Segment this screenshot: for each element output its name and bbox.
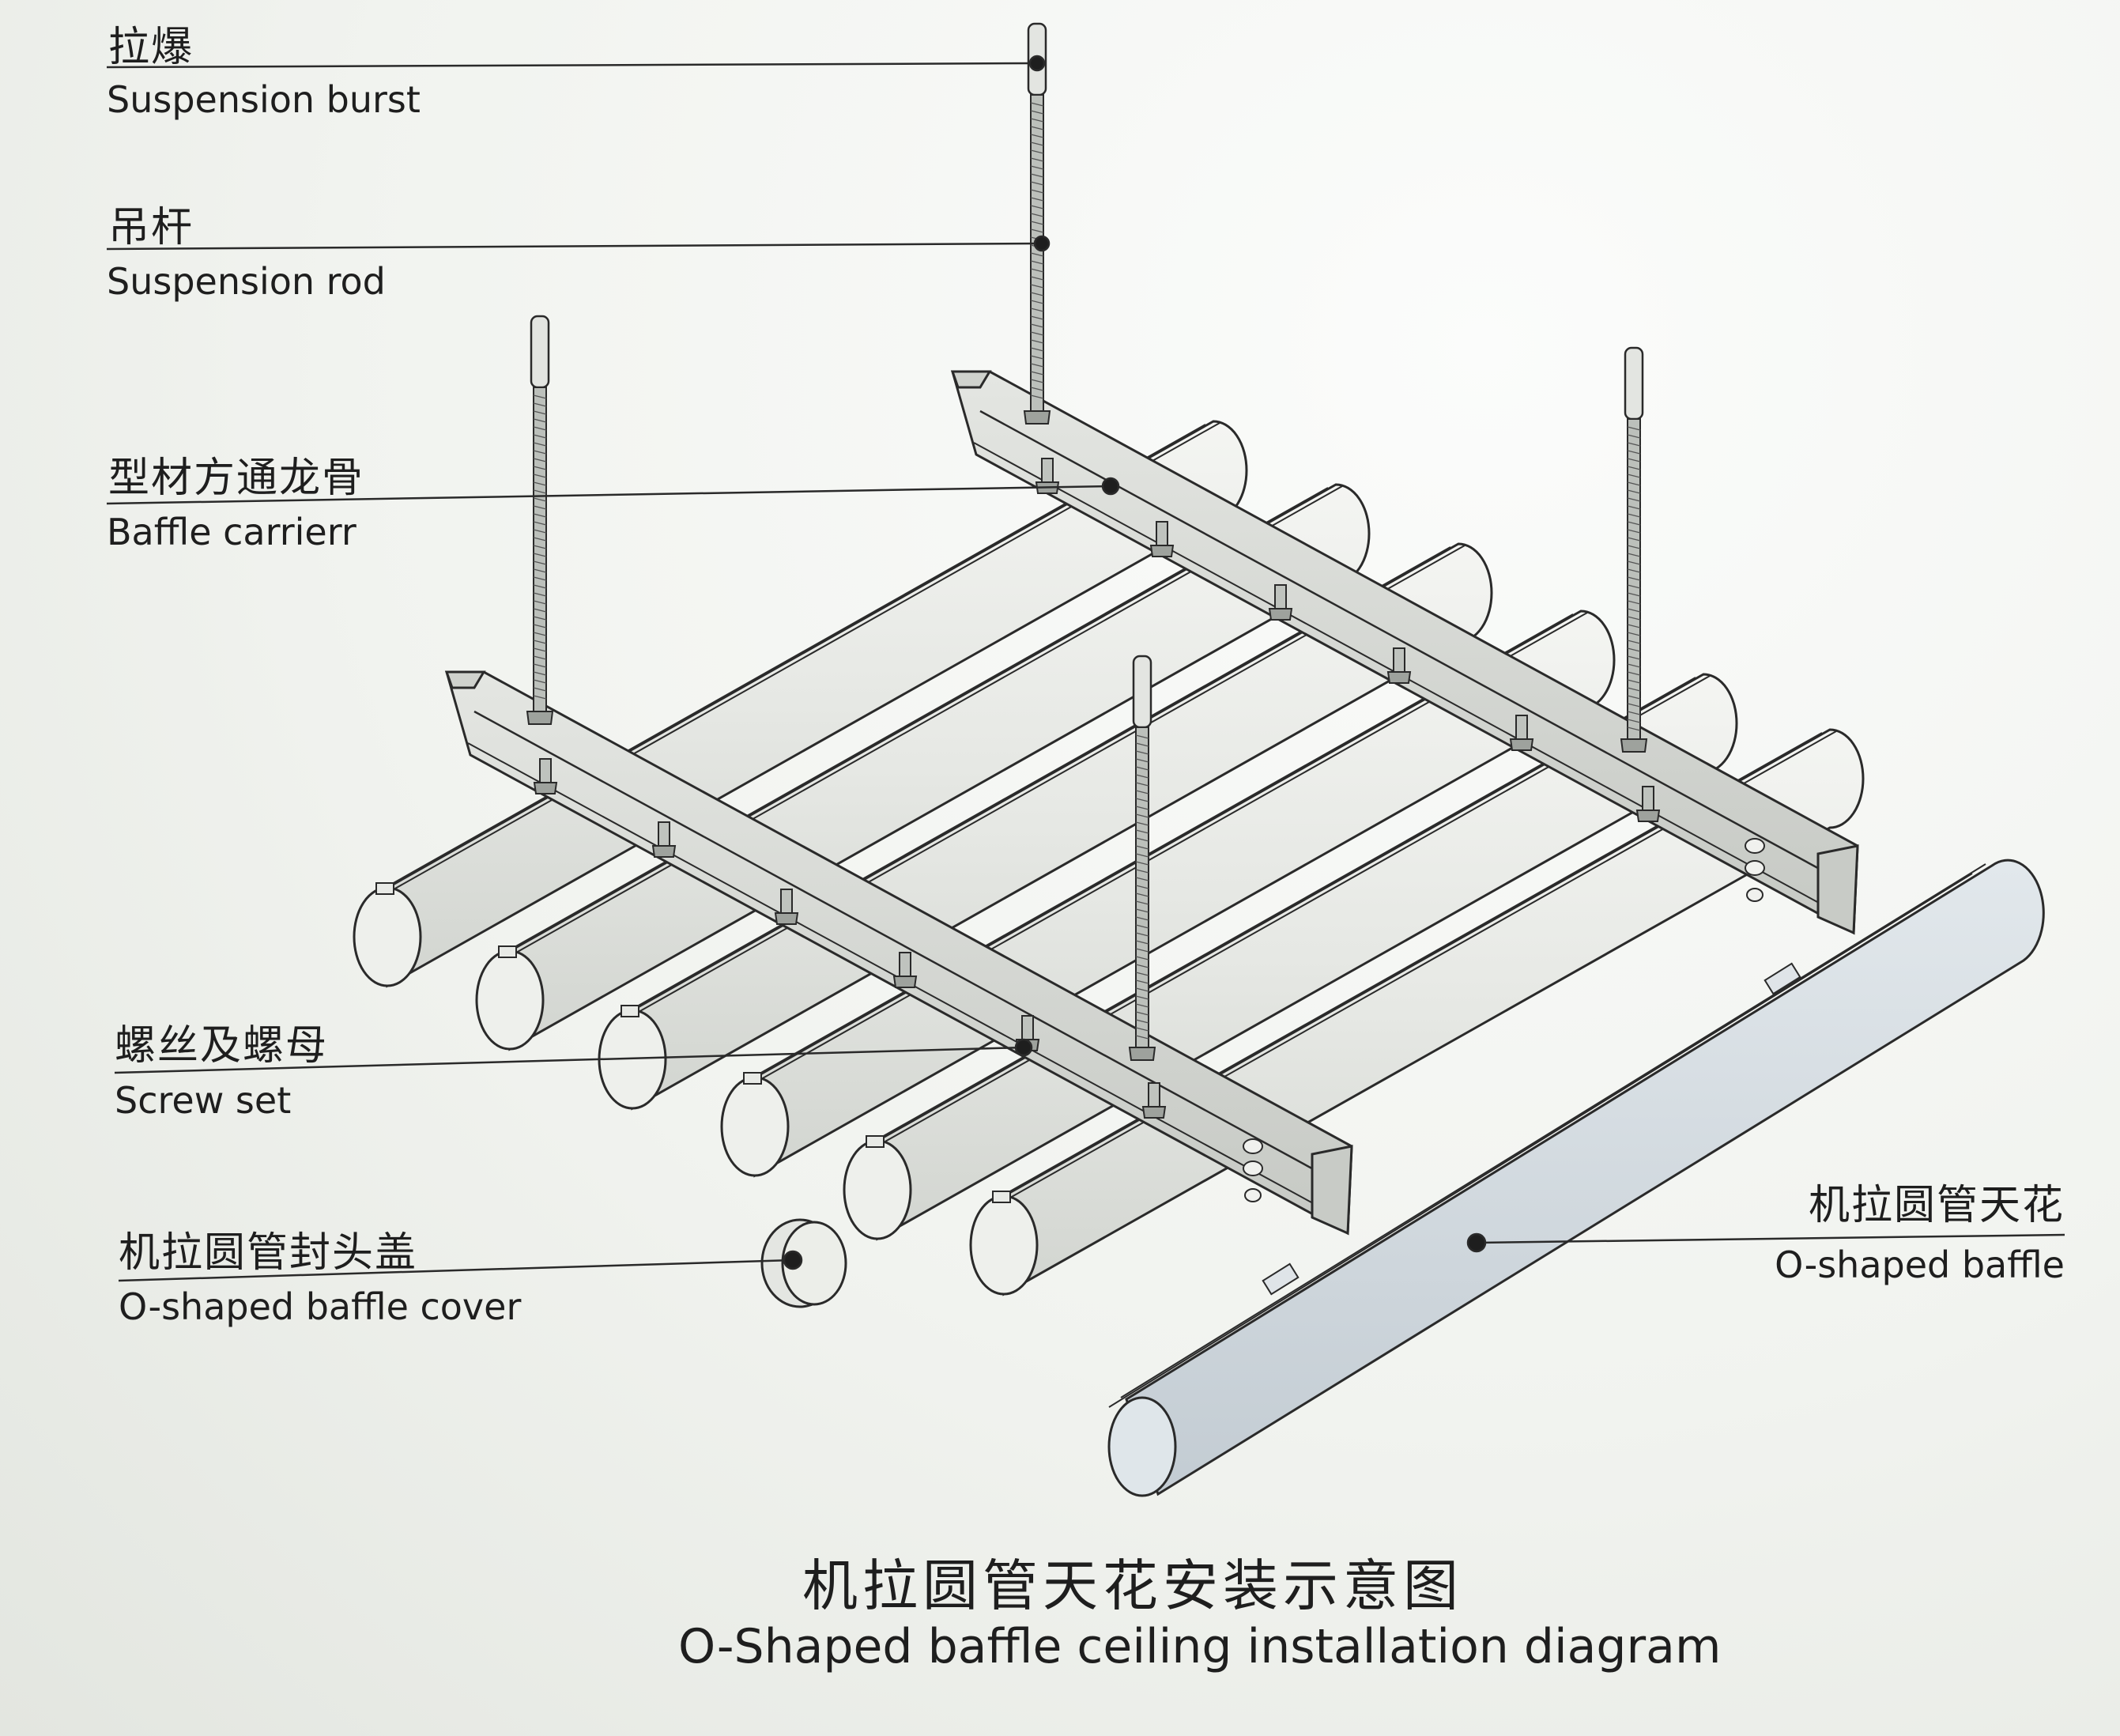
- leader-lines: [106, 55, 2065, 1282]
- suspension-rod: [1128, 655, 1156, 1061]
- screw-nut: [1141, 1082, 1167, 1119]
- o-shaped-baffle-cover: [760, 1218, 847, 1308]
- label-suspension-rod-en: Suspension rod: [107, 260, 386, 303]
- suspension-rod: [1023, 22, 1051, 425]
- o-shaped-baffle-tube: [353, 420, 1248, 988]
- screw-nut: [892, 952, 918, 988]
- label-screw-set-en: Screw set: [115, 1079, 292, 1122]
- screw-nut: [651, 821, 677, 858]
- diagram-title-zh: 机拉圆管天花安装示意图: [802, 1553, 1463, 1618]
- o-shaped-baffle-tube: [843, 673, 1738, 1241]
- label-suspension-rod-zh: 吊杆: [108, 204, 194, 251]
- diagram-title-en: O-Shaped baffle ceiling installation dia…: [678, 1619, 1722, 1674]
- label-screw-set-zh: 螺丝及螺母: [115, 1022, 329, 1070]
- rod-group: [526, 22, 1648, 1061]
- label-suspension-burst-en: Suspension burst: [107, 78, 421, 121]
- o-shaped-baffle-detached: [1107, 859, 2045, 1497]
- carrier-slot: [1243, 1138, 1263, 1202]
- screw-nut: [1149, 521, 1175, 557]
- label-baffle-en: O-shaped baffle: [1775, 1244, 2065, 1286]
- screw-nut: [1386, 647, 1412, 684]
- label-baffle-carrier-zh: 型材方通龙骨: [108, 455, 365, 502]
- screw-nut: [1268, 584, 1293, 621]
- carrier-slot: [1745, 838, 1765, 902]
- screw-nut: [1509, 715, 1534, 751]
- label-baffle-cover-zh: 机拉圆管封头盖: [119, 1229, 418, 1277]
- label-baffle-cover-en: O-shaped baffle cover: [119, 1285, 522, 1328]
- suspension-rod: [526, 315, 554, 725]
- screw-nut: [1635, 786, 1661, 822]
- label-baffle-zh: 机拉圆管天花: [1808, 1182, 2065, 1229]
- o-shaped-baffle-tube: [720, 609, 1616, 1178]
- screw-nut: [533, 758, 558, 794]
- screw-nut: [774, 889, 799, 925]
- suspension-rod: [1620, 346, 1648, 753]
- label-baffle-carrier-en: Baffle carrierr: [107, 511, 356, 553]
- label-suspension-burst-zh: 拉爆: [108, 24, 194, 71]
